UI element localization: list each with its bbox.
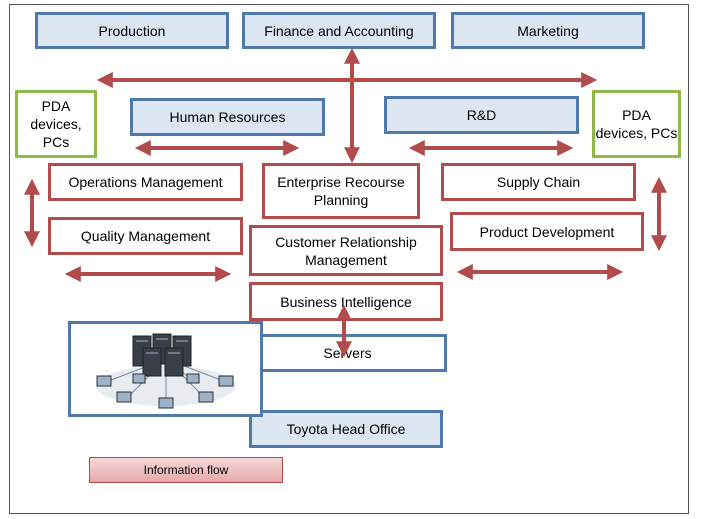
marketing-box: Marketing [451, 12, 645, 49]
finance-accounting-box: Finance and Accounting [242, 12, 436, 49]
business-intelligence-label: Business Intelligence [280, 293, 412, 310]
pda-devices-left: PDA devices, PCs [15, 90, 97, 158]
rnd-label: R&D [466, 107, 497, 123]
product-development-box: Product Development [450, 212, 644, 251]
diagram-frame [9, 4, 689, 514]
supply-chain-box: Supply Chain [441, 163, 636, 201]
pda-devices-right: PDA devices, PCs [592, 90, 681, 158]
erp-label: Enterprise Recourse Planning [277, 174, 405, 208]
marketing-label: Marketing [517, 22, 579, 39]
legend-label: Information flow [143, 463, 229, 477]
rnd-box: R&D [384, 96, 579, 134]
crm-label: Customer Relationship Management [275, 233, 417, 268]
head-office-box: Toyota Head Office [249, 410, 443, 448]
production-label: Production [98, 22, 166, 39]
information-flow-legend: Information flow [89, 457, 283, 483]
pda-right-label: PDA devices, PCs [595, 107, 678, 141]
operations-management-label: Operations Management [68, 174, 223, 190]
product-development-label: Product Development [479, 223, 615, 240]
crm-box: Customer Relationship Management [249, 225, 443, 276]
server-network-icon [96, 333, 236, 409]
human-resources-label: Human Resources [169, 109, 286, 125]
erp-box: Enterprise Recourse Planning [262, 163, 420, 219]
pda-left-label: PDA devices, PCs [30, 98, 82, 150]
supply-chain-label: Supply Chain [496, 174, 581, 190]
network-illustration [68, 321, 263, 417]
head-office-label: Toyota Head Office [286, 421, 406, 437]
human-resources-box: Human Resources [130, 98, 325, 136]
quality-management-label: Quality Management [80, 228, 211, 244]
operations-management-box: Operations Management [48, 163, 243, 201]
production-box: Production [35, 12, 229, 49]
quality-management-box: Quality Management [48, 217, 243, 255]
finance-accounting-label: Finance and Accounting [264, 22, 414, 39]
